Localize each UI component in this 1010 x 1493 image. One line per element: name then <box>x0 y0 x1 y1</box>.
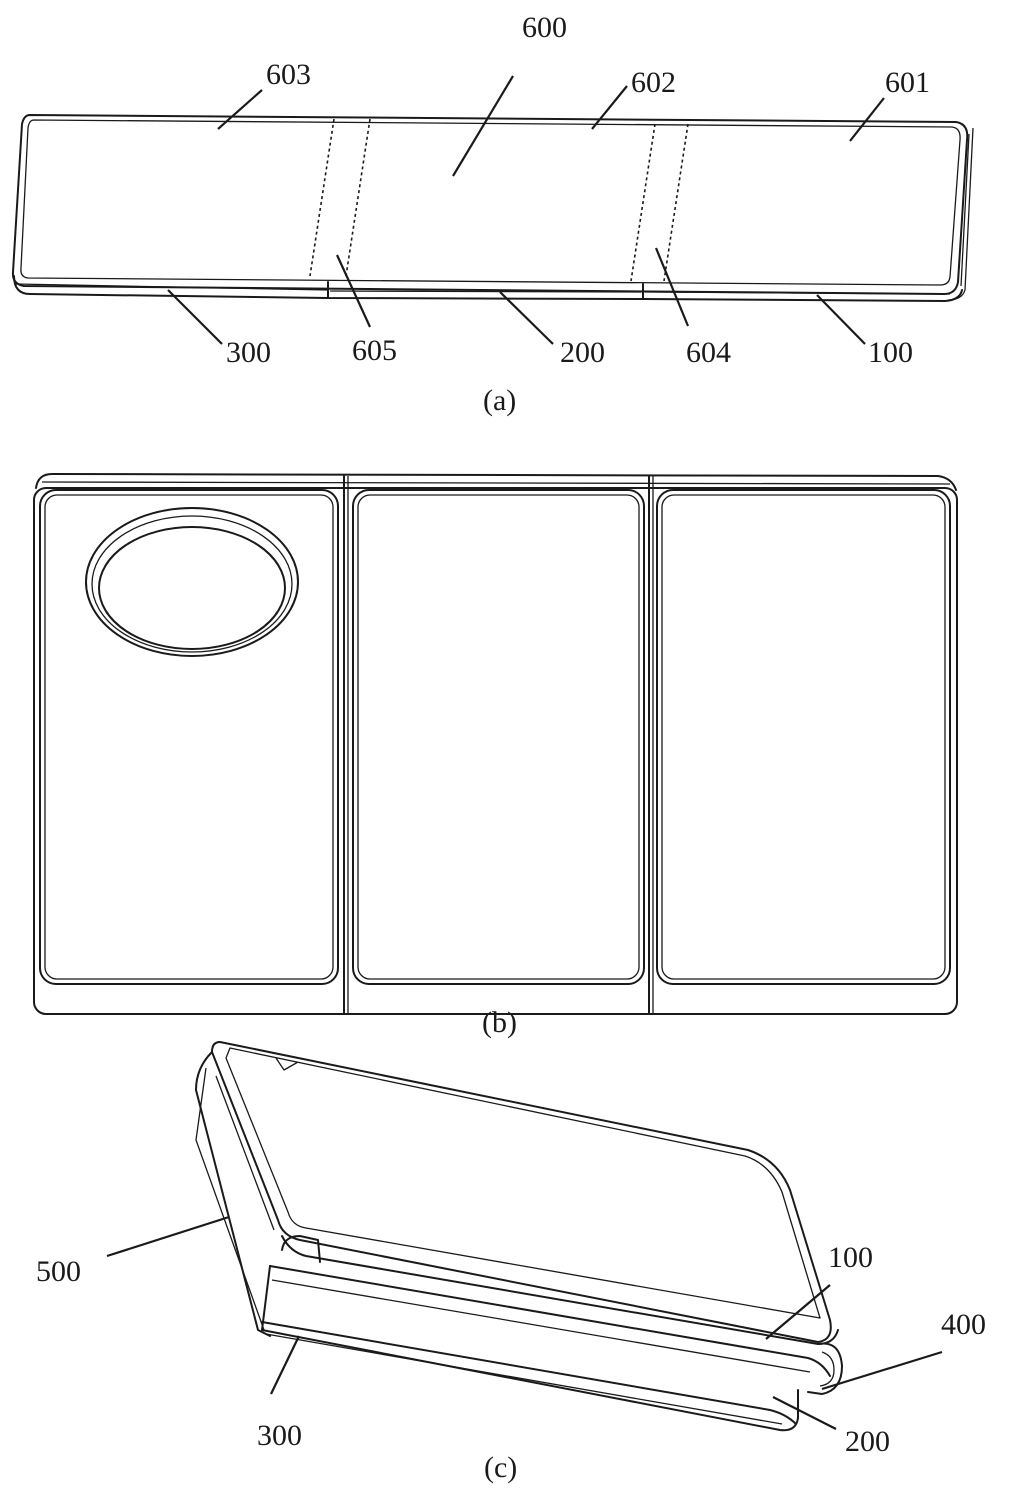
device-c-corner-block <box>281 1235 321 1263</box>
leader-604 <box>654 247 690 327</box>
caption-b: (b) <box>482 1006 517 1039</box>
leader-500 <box>106 1215 230 1258</box>
hinge-400-curl-inner <box>819 1351 835 1387</box>
label-100a: 100 <box>868 336 913 369</box>
device-b-outline <box>33 487 958 1015</box>
label-200c: 200 <box>845 1425 890 1458</box>
bend-zone-605-left <box>309 118 335 277</box>
camera-module-inner <box>98 526 286 650</box>
device-c-left-side-3 <box>215 1075 275 1231</box>
device-c-left-side-2 <box>195 1067 265 1331</box>
label-600: 600 <box>522 11 567 44</box>
device-a-right-edge <box>960 133 970 287</box>
housing-edge-200 <box>327 281 644 300</box>
device-c-front-middle <box>269 1265 831 1377</box>
label-604: 604 <box>686 336 731 369</box>
leader-200a <box>499 291 554 345</box>
device-c-top-surface <box>211 1041 832 1343</box>
leader-300c <box>270 1335 300 1395</box>
camera-module-ring <box>91 515 293 653</box>
back-panel-middle-inner <box>357 494 640 980</box>
housing-edge-100 <box>642 289 963 302</box>
back-panel-right-inner <box>661 494 946 980</box>
device-c-screen-border <box>225 1047 821 1319</box>
panel-b: (b) <box>33 473 958 1039</box>
label-602: 602 <box>631 66 676 99</box>
housing-edge-300-inner <box>15 283 329 291</box>
device-c-front-lower-2 <box>265 1333 783 1425</box>
device-c-front-left <box>261 1265 271 1331</box>
camera-module-outer <box>85 507 299 657</box>
label-400: 400 <box>941 1308 986 1341</box>
leader-603 <box>217 89 263 130</box>
device-c-bottom <box>261 1329 799 1432</box>
panel-c: 500 100 400 300 200 (c) <box>36 1041 986 1484</box>
label-500: 500 <box>36 1255 81 1288</box>
device-c-front-lower <box>261 1321 797 1425</box>
label-300a: 300 <box>226 336 271 369</box>
device-b-top-edge-inner <box>41 481 951 485</box>
leader-100a <box>816 294 866 345</box>
label-603: 603 <box>266 58 311 91</box>
device-a-outline <box>11 114 969 295</box>
leader-600 <box>452 75 514 177</box>
label-200a: 200 <box>560 336 605 369</box>
label-300c: 300 <box>257 1419 302 1452</box>
back-panel-left <box>39 489 339 985</box>
back-panel-middle <box>352 489 645 985</box>
leader-200c <box>772 1396 837 1430</box>
housing-edge-300 <box>13 275 329 299</box>
caption-a: (a) <box>483 384 516 417</box>
device-a-bezel <box>20 119 961 286</box>
bend-zone-604-right <box>663 123 689 282</box>
label-605: 605 <box>352 334 397 367</box>
bend-zone-605-right <box>345 118 371 277</box>
caption-c: (c) <box>484 1451 517 1484</box>
housing-edge-100-inner <box>644 291 951 295</box>
housing-edge-200-inner <box>329 290 642 293</box>
leader-601 <box>849 97 885 142</box>
device-c-left-side <box>195 1051 271 1337</box>
panel-a: 600 603 602 601 300 605 200 604 100 (a) <box>11 11 974 417</box>
device-c-front-upper <box>281 1235 839 1345</box>
back-panel-left-inner <box>44 494 334 980</box>
label-100c: 100 <box>828 1241 873 1274</box>
leader-602 <box>591 85 628 130</box>
leader-605 <box>336 254 371 328</box>
label-601: 601 <box>885 66 930 99</box>
leader-400 <box>821 1350 943 1391</box>
bend-zone-604-left <box>630 123 656 282</box>
back-panel-right <box>656 489 951 985</box>
device-a-right-edge-2 <box>947 127 974 301</box>
leader-100c <box>765 1284 831 1340</box>
device-b-top-edge <box>35 473 957 491</box>
device-c-notch <box>275 1057 299 1071</box>
leader-300a <box>167 289 223 345</box>
device-c-front-middle-2 <box>271 1279 811 1373</box>
hinge-400-curl <box>807 1342 843 1395</box>
